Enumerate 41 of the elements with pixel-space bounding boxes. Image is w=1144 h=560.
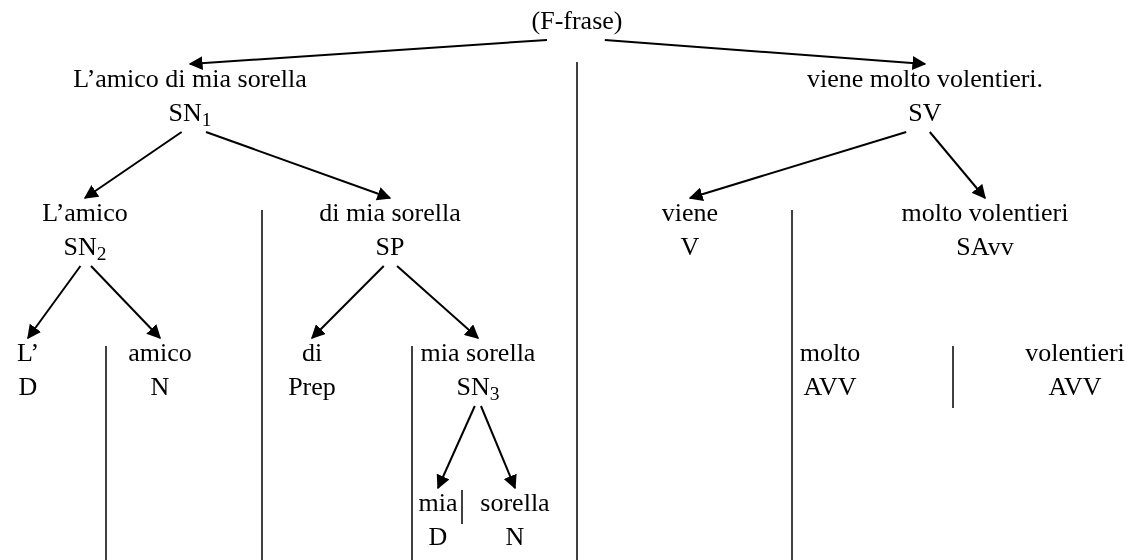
arrow bbox=[311, 265, 385, 339]
arrow bbox=[27, 265, 82, 340]
category-label: V bbox=[680, 231, 700, 263]
phrase-text: (F-frase) bbox=[531, 5, 623, 37]
category-label: AVV bbox=[1048, 371, 1102, 403]
category-label: SAvv bbox=[956, 231, 1014, 263]
phrase-text: L’ bbox=[16, 337, 40, 369]
category-label: SP bbox=[375, 231, 405, 263]
arrow bbox=[603, 39, 927, 71]
arrow bbox=[688, 131, 908, 201]
phrase-text: molto volentieri bbox=[901, 197, 1069, 229]
phrase-text: sorella bbox=[480, 487, 550, 519]
phrase-text: mia sorella bbox=[420, 337, 536, 369]
arrow bbox=[436, 405, 476, 490]
category-label: SN$_{2}$ bbox=[63, 231, 107, 264]
category-label: AVV bbox=[803, 371, 857, 403]
category-label: SV bbox=[908, 97, 942, 129]
category-label: SN$_{3}$ bbox=[456, 371, 500, 404]
category-label: D bbox=[18, 371, 38, 403]
phrase-text: molto bbox=[799, 337, 861, 369]
arrow bbox=[479, 405, 517, 490]
phrase-text: L’amico bbox=[42, 197, 128, 229]
category-label: Prep bbox=[288, 371, 336, 403]
phrase-text: volentieri bbox=[1025, 337, 1125, 369]
phrase-text: di bbox=[301, 337, 323, 369]
arrow bbox=[188, 39, 548, 71]
arrow bbox=[928, 131, 986, 200]
category-label: SN$_{1}$ bbox=[168, 97, 212, 130]
category-label: N bbox=[150, 371, 170, 403]
arrow bbox=[205, 131, 392, 201]
arrow bbox=[83, 131, 183, 199]
phrase-text: amico bbox=[128, 337, 192, 369]
arrow bbox=[396, 265, 480, 339]
arrow bbox=[90, 265, 161, 339]
phrase-text: mia bbox=[418, 487, 458, 519]
category-label: D bbox=[428, 521, 448, 553]
phrase-text: viene bbox=[661, 197, 719, 229]
category-label: N bbox=[505, 521, 525, 553]
phrase-text: di mia sorella bbox=[319, 197, 461, 229]
phrase-text: L’amico di mia sorella bbox=[73, 63, 307, 95]
phrase-text: viene molto volentieri. bbox=[806, 63, 1044, 95]
